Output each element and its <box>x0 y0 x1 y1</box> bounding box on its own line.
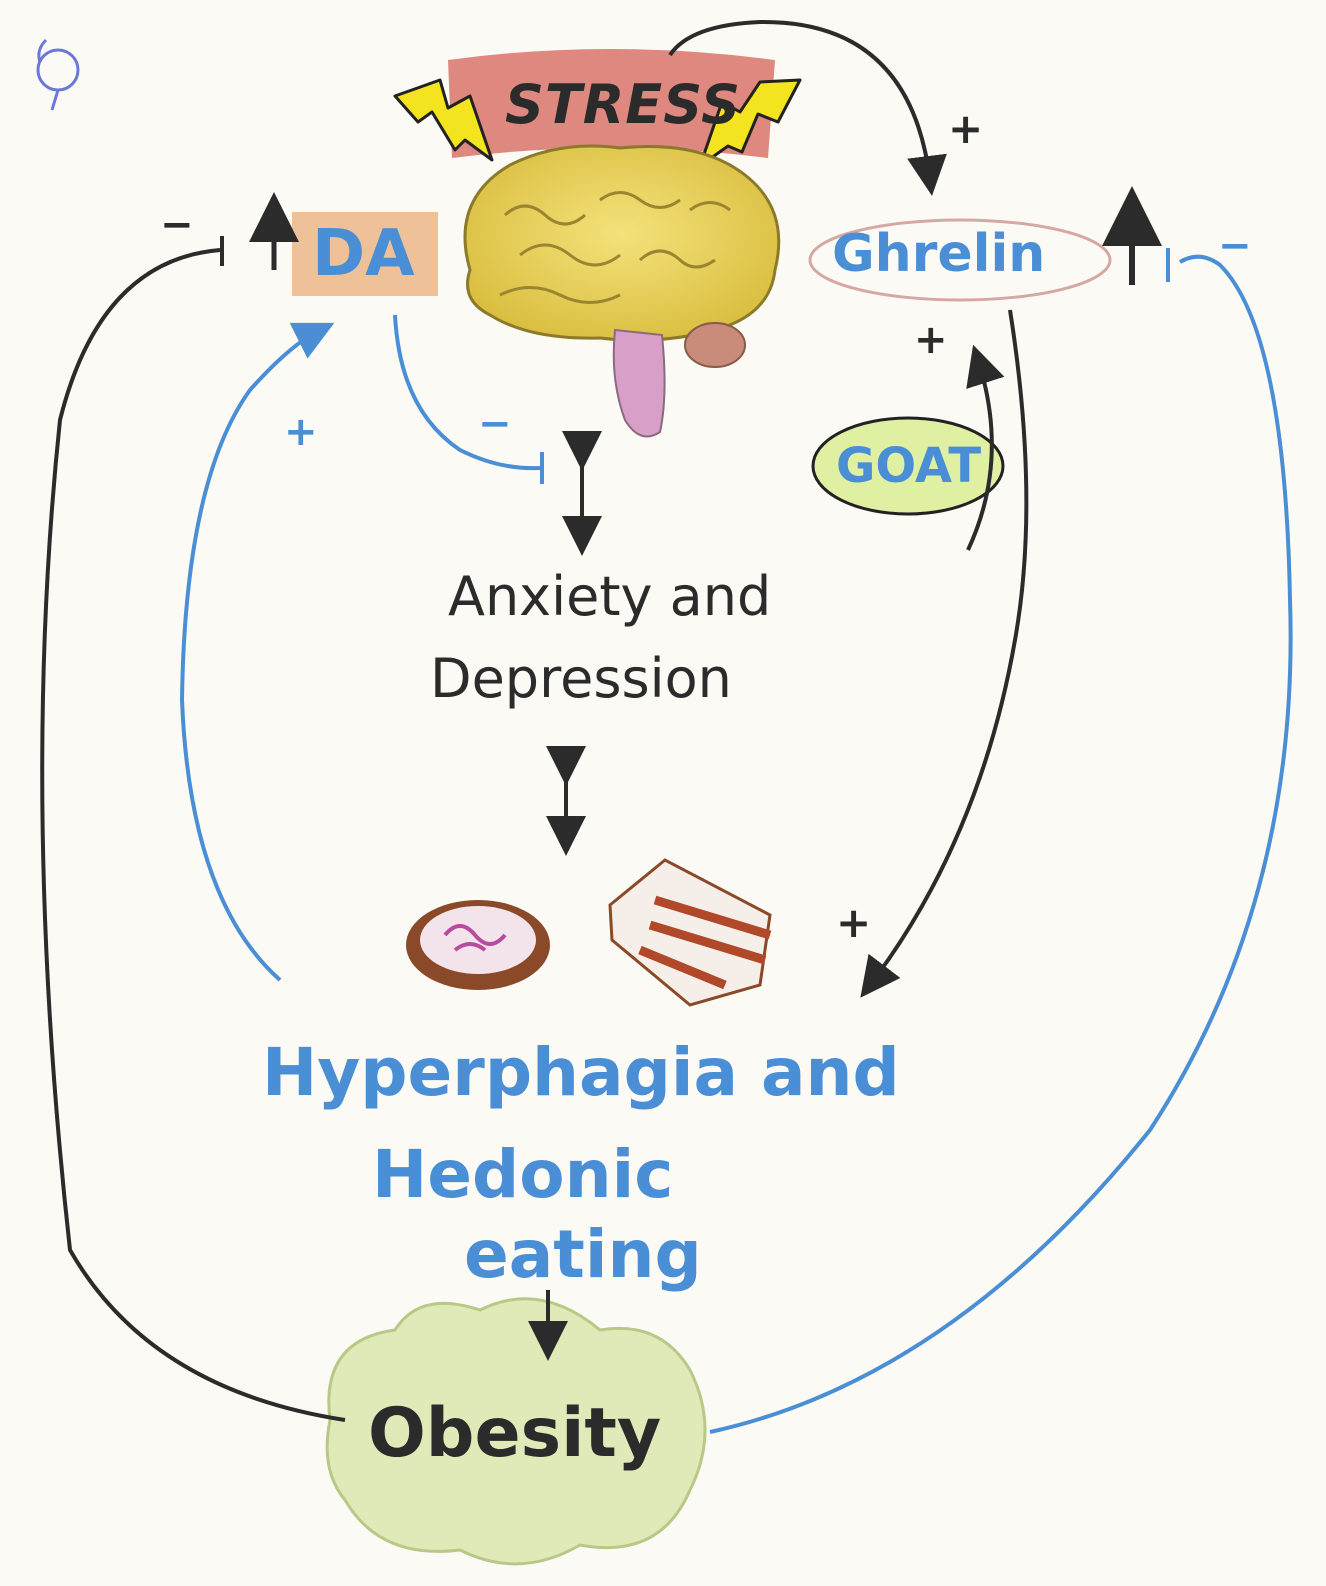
ghrelin-to-hyperphagia-arrow <box>860 309 1029 998</box>
sign-plus-goat-ghrelin: + <box>914 317 948 363</box>
goat-label: GOAT <box>836 438 982 494</box>
ghrelin-outline <box>808 218 1112 302</box>
obesity-inhibits-ghrelin-line <box>709 254 1293 1434</box>
sign-minus-obesity-ghrelin: − <box>1218 223 1252 269</box>
hyperphagia-to-da-arrow <box>179 322 335 982</box>
corner-mark <box>36 38 80 111</box>
anxiety-label-line1: Anxiety and <box>448 565 772 628</box>
stress-label: STRESS <box>505 73 742 136</box>
obesity-label: Obesity <box>368 1394 662 1473</box>
obesity-inhibits-da-line <box>40 248 346 1422</box>
da-inhibits-anxiety-line <box>393 314 541 471</box>
cake-icon <box>608 858 772 1007</box>
hyperphagia-label-line2: Hedonic <box>372 1136 674 1213</box>
brain-icon <box>463 144 781 438</box>
donut-icon <box>406 900 550 990</box>
sign-plus-ghrelin-hyperphagia: + <box>836 898 872 947</box>
lightning-icon-left <box>393 78 494 162</box>
goat-outline <box>811 416 1005 516</box>
sign-minus-da-anxiety: − <box>478 401 512 447</box>
ghrelin-label: Ghrelin <box>832 224 1046 284</box>
stress-banner <box>448 49 775 158</box>
da-box <box>292 212 438 296</box>
sign-minus-obesity-da: − <box>160 202 194 248</box>
da-label: DA <box>312 217 415 291</box>
goat-to-ghrelin-arrow <box>966 344 1005 551</box>
obesity-blob <box>325 1297 707 1566</box>
hyperphagia-label-line3: eating <box>464 1216 702 1293</box>
sign-plus-hyperphagia-da: + <box>284 409 318 455</box>
hyperphagia-label-line1: Hyperphagia and <box>262 1034 900 1111</box>
anxiety-label-line2: Depression <box>430 647 732 710</box>
stress-to-ghrelin-arrow <box>668 19 947 196</box>
sign-plus-stress-ghrelin: + <box>948 104 984 153</box>
